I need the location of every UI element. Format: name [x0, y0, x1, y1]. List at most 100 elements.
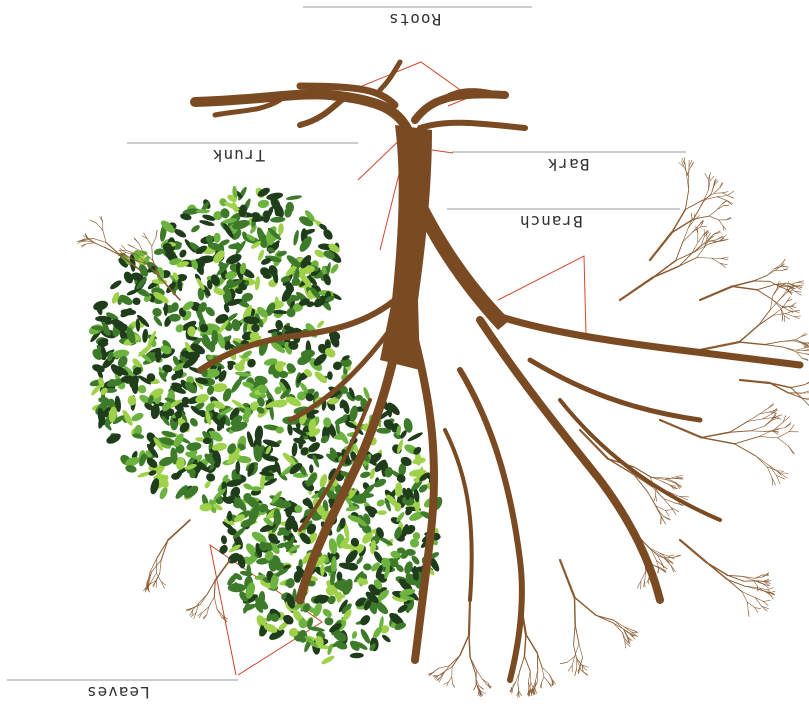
twig: [756, 456, 767, 467]
twig: [701, 438, 734, 444]
twig: [748, 602, 749, 610]
leaf: [355, 555, 364, 565]
twig: [722, 201, 726, 204]
twig: [152, 237, 156, 246]
twig: [452, 677, 453, 684]
twig: [764, 420, 772, 426]
leaf: [235, 461, 240, 474]
twig: [797, 282, 804, 283]
twig: [448, 677, 451, 682]
twig: [709, 216, 718, 220]
twig: [478, 691, 479, 696]
twig: [683, 232, 693, 242]
root-right: [415, 94, 505, 120]
twig: [784, 316, 789, 319]
twig: [139, 243, 143, 252]
twig: [460, 635, 469, 655]
twig: [751, 426, 765, 431]
twig: [575, 670, 577, 676]
trunk-label: Trunk: [212, 145, 265, 165]
twig: [581, 670, 587, 675]
leaf: [231, 318, 242, 332]
twig: [778, 438, 789, 446]
leaf: [337, 572, 343, 581]
twig: [796, 348, 804, 350]
twig: [86, 243, 94, 244]
twig: [783, 266, 788, 267]
twig: [574, 597, 595, 615]
twig: [524, 634, 525, 656]
twig: [469, 635, 470, 657]
twig: [797, 285, 804, 286]
twig: [727, 196, 733, 199]
twig: [780, 292, 787, 298]
twig: [732, 281, 754, 286]
trunk-right-limb: [420, 200, 510, 330]
twig: [654, 495, 655, 500]
twig: [625, 642, 626, 648]
twig: [721, 258, 728, 259]
twig: [152, 246, 153, 259]
twig: [730, 421, 748, 432]
leaf: [278, 223, 284, 235]
twig: [217, 609, 222, 617]
twig: [661, 517, 665, 524]
leaf: [188, 417, 199, 429]
twig: [730, 431, 751, 432]
leaf: [164, 302, 168, 316]
leaf: [214, 233, 221, 243]
leaf: [109, 279, 123, 291]
twig: [199, 594, 208, 603]
leaf: [132, 297, 141, 305]
twig: [94, 243, 104, 247]
twig: [662, 481, 671, 485]
leaf: [228, 583, 246, 592]
twig: [469, 600, 470, 635]
twig: [526, 634, 537, 653]
twig: [90, 220, 96, 223]
twig: [748, 602, 755, 607]
leaf: [324, 617, 334, 626]
twig: [789, 425, 794, 432]
leaf: [196, 209, 210, 213]
leaf: [309, 464, 314, 473]
leaf: [174, 323, 185, 334]
leaf: [327, 371, 333, 380]
root-right-b: [420, 123, 525, 128]
root-left-a: [300, 97, 345, 125]
leaf: [130, 411, 145, 423]
twig: [759, 315, 773, 325]
leaf: [292, 230, 300, 246]
leaf: [227, 511, 232, 522]
twig: [782, 259, 785, 263]
tree-structure: [195, 62, 800, 680]
twig: [614, 620, 624, 627]
twig: [719, 220, 723, 226]
leaf: [381, 634, 392, 644]
twig: [763, 601, 768, 605]
twig: [88, 239, 94, 243]
twig: [700, 286, 732, 300]
twig: [574, 597, 575, 624]
twig: [714, 188, 720, 194]
twig: [473, 686, 475, 689]
leaf: [320, 654, 335, 666]
twig: [794, 317, 800, 319]
twig: [722, 193, 727, 195]
leaf: [403, 560, 414, 575]
twig: [692, 245, 702, 253]
twig: [805, 381, 809, 385]
twig: [147, 239, 152, 247]
leaf: [254, 276, 261, 291]
twig: [709, 210, 717, 216]
leaf: [351, 630, 358, 639]
twig: [576, 660, 577, 670]
twig: [764, 345, 783, 347]
twig: [452, 683, 454, 687]
leaf: [169, 314, 181, 322]
twig: [722, 192, 728, 193]
twig: [789, 307, 793, 310]
twig: [732, 286, 757, 289]
twig: [717, 196, 727, 197]
twig: [544, 677, 549, 682]
